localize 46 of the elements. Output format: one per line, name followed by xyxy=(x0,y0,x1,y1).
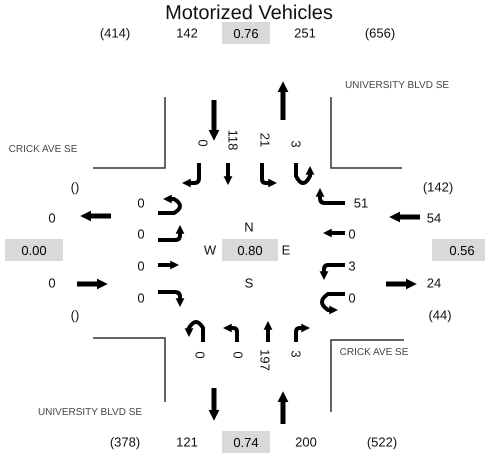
volume-count: 0 xyxy=(137,260,145,272)
street-name: UNIVERSITY BLVD SE xyxy=(38,408,142,418)
volume-count: 24 xyxy=(426,276,442,290)
volume-count: 142 xyxy=(176,26,198,40)
compass-letter: S xyxy=(244,276,254,290)
volume-count: (656) xyxy=(364,26,396,40)
street-name: UNIVERSITY BLVD SE xyxy=(344,81,450,91)
volume-count: (414) xyxy=(100,26,130,40)
volume-count: (378) xyxy=(110,436,140,448)
street-name: CRICK AVE SE xyxy=(340,348,408,358)
volume-count: () xyxy=(70,308,80,322)
diagram-title: Motorized Vehicles xyxy=(165,3,333,23)
volume-count: () xyxy=(70,180,80,194)
peak-hour-factor: 0.00 xyxy=(5,239,63,261)
volume-count: 54 xyxy=(426,212,442,224)
volume-count: 0 xyxy=(137,196,145,210)
peak-hour-factor: 0.76 xyxy=(222,22,270,44)
volume-count: 121 xyxy=(176,436,198,448)
volume-count: (44) xyxy=(428,308,452,322)
volume-count: 0 xyxy=(48,276,56,290)
volume-count: 118 xyxy=(226,130,240,150)
compass-letter: E xyxy=(282,244,290,256)
volume-count: 0 xyxy=(232,351,244,359)
volume-count: 0 xyxy=(348,228,356,240)
volume-count: 0 xyxy=(348,292,356,304)
volume-count: 0 xyxy=(137,228,145,240)
volume-count: 0 xyxy=(194,351,206,359)
volume-count: (142) xyxy=(422,180,454,194)
compass-letter: W xyxy=(204,244,216,256)
compass-letter: N xyxy=(244,220,254,234)
volume-count: 3 xyxy=(290,140,302,148)
volume-count: 251 xyxy=(294,26,316,40)
peak-hour-factor: 0.80 xyxy=(222,239,278,261)
volume-count: 3 xyxy=(348,260,356,272)
volume-count: 0 xyxy=(196,139,210,147)
volume-count: (522) xyxy=(366,436,398,448)
volume-count: 200 xyxy=(295,436,317,448)
street-name: CRICK AVE SE xyxy=(8,145,78,155)
peak-hour-factor: 0.74 xyxy=(222,431,270,453)
volume-count: 0 xyxy=(137,292,145,304)
volume-count: 0 xyxy=(48,212,56,224)
volume-count: 197 xyxy=(258,349,272,371)
volume-count: 21 xyxy=(258,132,272,148)
volume-count: 3 xyxy=(290,350,302,358)
volume-count: 51 xyxy=(354,196,368,210)
peak-hour-factor: 0.56 xyxy=(432,239,485,261)
